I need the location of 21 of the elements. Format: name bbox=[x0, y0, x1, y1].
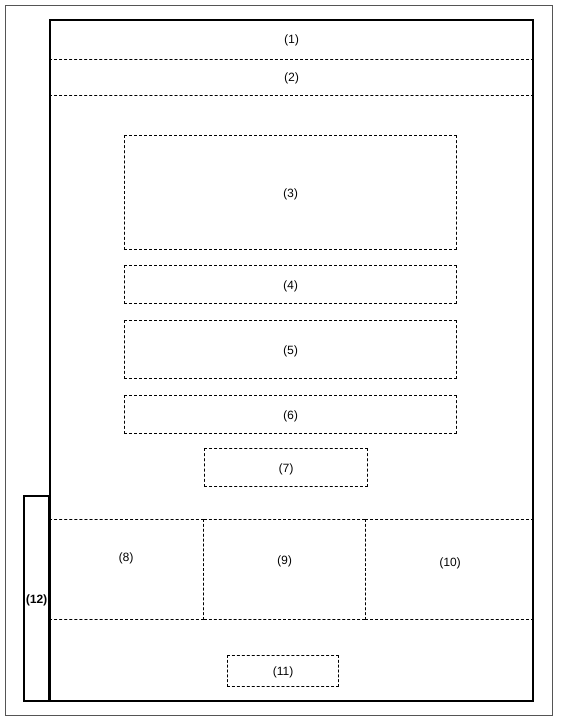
placeholder-box bbox=[227, 655, 339, 687]
content-column bbox=[365, 519, 534, 620]
region-number: (2) bbox=[284, 70, 299, 84]
region-number: (4) bbox=[283, 278, 298, 292]
region-number: (11) bbox=[272, 664, 294, 678]
content-column bbox=[204, 519, 365, 620]
region-number: (12) bbox=[26, 592, 48, 606]
placeholder-box bbox=[124, 320, 457, 379]
sidebar-box bbox=[23, 495, 50, 702]
region-number: (3) bbox=[283, 186, 298, 200]
region-number: (6) bbox=[283, 408, 298, 422]
region-number: (1) bbox=[284, 32, 299, 46]
region-number: (8) bbox=[118, 550, 134, 564]
region-number: (9) bbox=[277, 553, 292, 567]
placeholder-box bbox=[124, 135, 457, 250]
placeholder-box bbox=[124, 395, 457, 434]
placeholder-box bbox=[204, 448, 368, 487]
region-number: (5) bbox=[283, 342, 298, 356]
placeholder-box bbox=[124, 265, 457, 304]
region-number: (7) bbox=[278, 460, 294, 474]
region-number: (10) bbox=[439, 555, 461, 569]
